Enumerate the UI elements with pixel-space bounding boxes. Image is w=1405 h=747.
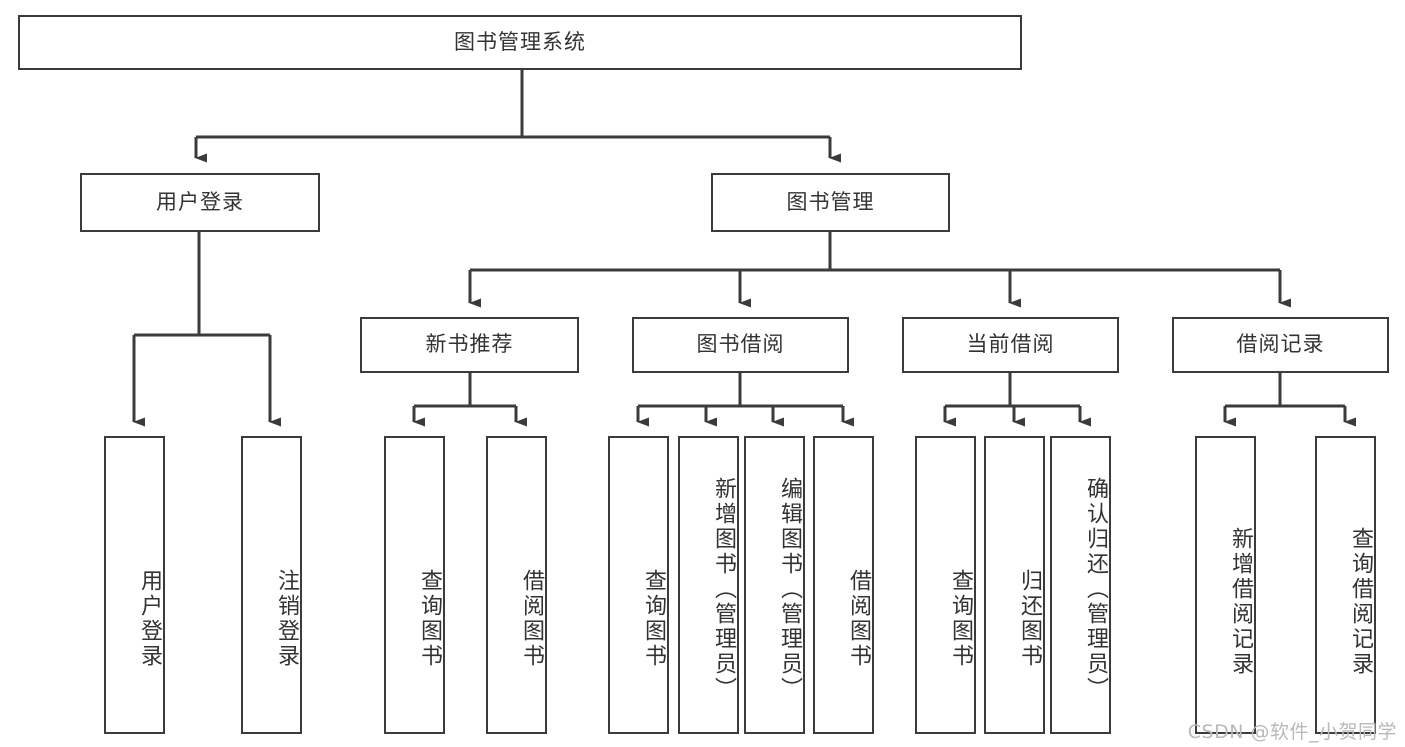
node-leaf-add-record-label: 新增借阅记录 [1228, 527, 1253, 677]
node-leaf-borrow-book-1-label: 借阅图书 [519, 569, 544, 669]
node-leaf-confirm-return-label: 确认归还（管理员） [1083, 476, 1108, 702]
node-new-book-recommend[interactable]: 新书推荐 [360, 317, 579, 373]
node-leaf-query-book-2-label: 查询图书 [641, 569, 666, 669]
node-book-management[interactable]: 图书管理 [711, 173, 950, 232]
node-book-borrow[interactable]: 图书借阅 [632, 317, 849, 373]
node-book-borrow-label: 图书借阅 [696, 332, 785, 357]
node-leaf-query-book-1-label: 查询图书 [417, 569, 442, 669]
node-leaf-add-book-label: 新增图书（管理员） [711, 476, 736, 702]
node-user-login-label: 用户登录 [156, 189, 244, 214]
node-leaf-query-book-3[interactable]: 查询图书 [915, 436, 976, 734]
node-leaf-edit-book-label: 编辑图书（管理员） [777, 476, 802, 702]
node-book-management-label: 图书管理 [786, 189, 875, 214]
node-leaf-user-login[interactable]: 用户登录 [104, 436, 165, 734]
node-leaf-query-book-1[interactable]: 查询图书 [384, 436, 445, 734]
node-root-label: 图书管理系统 [454, 29, 586, 54]
node-leaf-borrow-book-2-label: 借阅图书 [846, 569, 871, 669]
node-current-borrow-label: 当前借阅 [966, 332, 1055, 357]
node-new-book-recommend-label: 新书推荐 [425, 332, 514, 357]
node-current-borrow[interactable]: 当前借阅 [902, 317, 1119, 373]
node-leaf-borrow-book-1[interactable]: 借阅图书 [486, 436, 547, 734]
node-leaf-add-book[interactable]: 新增图书（管理员） [678, 436, 739, 734]
node-root[interactable]: 图书管理系统 [18, 15, 1022, 70]
node-leaf-user-login-label: 用户登录 [137, 569, 162, 669]
node-borrow-record[interactable]: 借阅记录 [1172, 317, 1389, 373]
csdn-watermark: CSDN @软件_小贺同学 [1187, 721, 1397, 743]
node-borrow-record-label: 借阅记录 [1236, 332, 1325, 357]
node-leaf-query-book-3-label: 查询图书 [948, 569, 973, 669]
node-leaf-confirm-return[interactable]: 确认归还（管理员） [1050, 436, 1111, 734]
node-leaf-return-book[interactable]: 归还图书 [984, 436, 1045, 734]
node-leaf-borrow-book-2[interactable]: 借阅图书 [813, 436, 874, 734]
node-leaf-query-record[interactable]: 查询借阅记录 [1315, 436, 1376, 734]
node-leaf-query-record-label: 查询借阅记录 [1348, 527, 1373, 677]
node-leaf-edit-book[interactable]: 编辑图书（管理员） [744, 436, 805, 734]
node-leaf-return-book-label: 归还图书 [1017, 569, 1042, 669]
node-user-login[interactable]: 用户登录 [80, 173, 320, 232]
node-leaf-user-logout-label: 注销登录 [274, 569, 299, 669]
node-leaf-user-logout[interactable]: 注销登录 [241, 436, 302, 734]
node-leaf-query-book-2[interactable]: 查询图书 [608, 436, 669, 734]
node-leaf-add-record[interactable]: 新增借阅记录 [1195, 436, 1256, 734]
